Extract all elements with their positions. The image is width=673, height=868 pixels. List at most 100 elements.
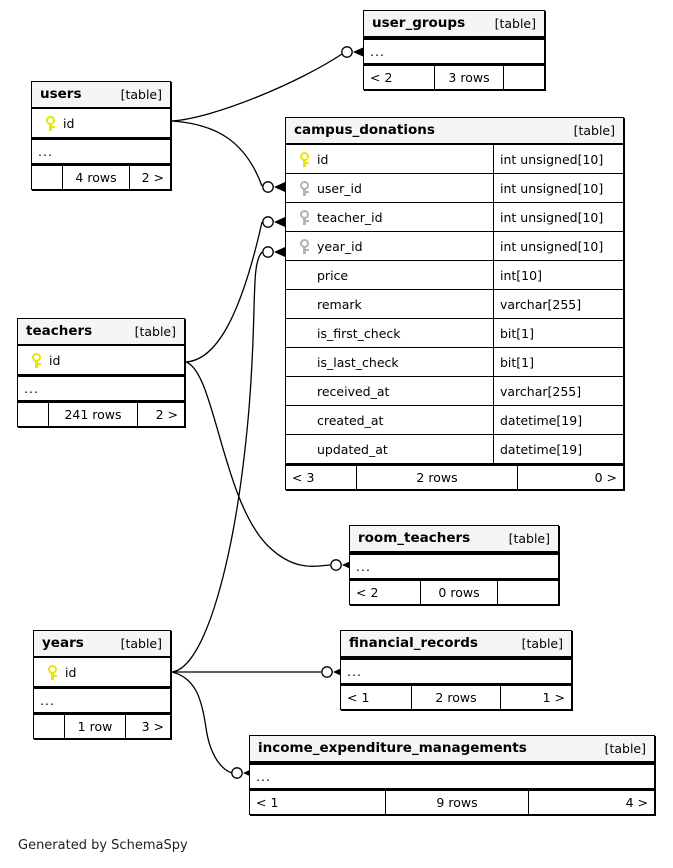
column-name-cell: user_id — [286, 174, 493, 202]
column-label: remark — [317, 296, 362, 312]
edge-endpoint-circle — [262, 181, 274, 193]
footer-row-count: 1 row — [64, 715, 126, 738]
footer-row-count: 2 rows — [356, 466, 518, 489]
table-column-row[interactable]: received_at varchar[255] — [286, 377, 623, 406]
column-name-cell: is_last_check — [286, 348, 493, 376]
table-column-row[interactable]: teacher_id int unsigned[10] — [286, 203, 623, 232]
table-columns-collapsed[interactable]: ... — [364, 38, 544, 64]
edge-arrowhead — [274, 182, 285, 192]
footer-children-count[interactable]: 2 > — [155, 407, 178, 422]
table-title: years — [42, 635, 84, 651]
table-column-row[interactable]: id — [34, 658, 170, 687]
column-type: bit[1] — [493, 319, 623, 347]
footer-parents-count[interactable]: < 3 — [292, 470, 315, 485]
footer-children-count[interactable]: 2 > — [141, 170, 164, 185]
column-label: teacher_id — [317, 209, 383, 225]
table-header: users [table] — [32, 82, 170, 109]
table-footer: < 1 2 rows 1 > — [341, 684, 571, 709]
table-column-row[interactable]: updated_at datetime[19] — [286, 435, 623, 464]
column-type: bit[1] — [493, 348, 623, 376]
footer-children-count[interactable]: 1 > — [542, 690, 565, 705]
table-title: teachers — [26, 323, 93, 339]
table-column-row[interactable]: id — [32, 109, 170, 138]
column-label: id — [63, 115, 75, 131]
table-type-tag: [table] — [134, 323, 176, 339]
table-columns-collapsed[interactable]: ... — [341, 658, 571, 684]
table-node-teachers[interactable]: teachers [table] id ... 241 rows 2 > — [17, 318, 185, 427]
table-title: financial_records — [349, 635, 478, 651]
footer-row-count: 241 rows — [48, 403, 138, 426]
table-column-row[interactable]: id int unsigned[10] — [286, 145, 623, 174]
table-type-tag: [table] — [508, 530, 550, 546]
table-column-row[interactable]: id — [18, 346, 184, 375]
footer-parents-count[interactable]: < 2 — [370, 70, 393, 85]
column-type: int unsigned[10] — [493, 232, 623, 260]
table-header: campus_donations [table] — [286, 118, 623, 145]
table-node-years[interactable]: years [table] id ... 1 row 3 > — [33, 630, 171, 739]
table-title: campus_donations — [294, 122, 435, 138]
table-footer: < 2 0 rows — [350, 579, 558, 604]
column-type: datetime[19] — [493, 406, 623, 434]
column-label: id — [317, 151, 329, 167]
column-name-cell: id — [34, 658, 170, 686]
column-name-cell: id — [286, 145, 493, 173]
table-footer: 4 rows 2 > — [32, 164, 170, 189]
column-name-cell: remark — [286, 290, 493, 318]
column-type: datetime[19] — [493, 435, 623, 463]
column-name-cell: created_at — [286, 406, 493, 434]
column-name-cell: received_at — [286, 377, 493, 405]
primary-key-icon — [25, 352, 47, 368]
table-node-user-groups[interactable]: user_groups [table] ... < 2 3 rows — [363, 10, 545, 90]
table-column-row[interactable]: remark varchar[255] — [286, 290, 623, 319]
column-type: varchar[255] — [493, 377, 623, 405]
edge-endpoint-circle — [330, 559, 342, 571]
column-name-cell: price — [286, 261, 493, 289]
table-columns-collapsed[interactable]: ... — [250, 763, 654, 789]
footer-children-count[interactable]: 0 > — [594, 470, 617, 485]
table-title: users — [40, 86, 82, 102]
table-node-campus-donations[interactable]: campus_donations [table] id int unsigned… — [285, 117, 624, 490]
table-node-financial-records[interactable]: financial_records [table] ... < 1 2 rows… — [340, 630, 572, 710]
column-name-cell: updated_at — [286, 435, 493, 463]
table-column-row[interactable]: user_id int unsigned[10] — [286, 174, 623, 203]
column-label: user_id — [317, 180, 362, 196]
table-node-income-expenditure-managements[interactable]: income_expenditure_managements [table] .… — [249, 735, 655, 815]
table-header: teachers [table] — [18, 319, 184, 346]
table-node-users[interactable]: users [table] id ... 4 rows 2 > — [31, 81, 171, 190]
footer-row-count: 3 rows — [434, 66, 504, 89]
table-columns-collapsed[interactable]: ... — [32, 138, 170, 164]
footer-parents-count[interactable] — [18, 403, 48, 426]
footer-row-count: 9 rows — [385, 791, 529, 814]
edge-endpoint-circle — [262, 216, 274, 228]
column-label: received_at — [317, 383, 390, 399]
table-column-row[interactable]: is_last_check bit[1] — [286, 348, 623, 377]
column-name-cell: year_id — [286, 232, 493, 260]
table-footer: < 2 3 rows — [364, 64, 544, 89]
column-name-cell: teacher_id — [286, 203, 493, 231]
footer-children-count[interactable] — [504, 66, 544, 89]
table-column-row[interactable]: is_first_check bit[1] — [286, 319, 623, 348]
edge-teachers-to-campus-donations — [185, 221, 263, 363]
footer-row-count: 2 rows — [411, 686, 501, 709]
edge-arrowhead — [274, 217, 285, 227]
table-node-room-teachers[interactable]: room_teachers [table] ... < 2 0 rows — [349, 525, 559, 605]
table-column-row[interactable]: created_at datetime[19] — [286, 406, 623, 435]
footer-parents-count[interactable] — [34, 715, 64, 738]
footer-parents-count[interactable]: < 1 — [347, 690, 370, 705]
footer-children-count[interactable]: 3 > — [141, 719, 164, 734]
column-type: varchar[255] — [493, 290, 623, 318]
table-column-row[interactable]: year_id int unsigned[10] — [286, 232, 623, 261]
footer-children-count[interactable] — [498, 581, 558, 604]
footer-parents-count[interactable]: < 2 — [356, 585, 379, 600]
table-columns-collapsed[interactable]: ... — [34, 687, 170, 713]
column-label: id — [49, 352, 61, 368]
footer-parents-count[interactable] — [32, 166, 62, 189]
table-columns-collapsed[interactable]: ... — [18, 375, 184, 401]
column-label: is_first_check — [317, 325, 401, 341]
footer-parents-count[interactable]: < 1 — [256, 795, 279, 810]
footer-children-count[interactable]: 4 > — [625, 795, 648, 810]
edge-endpoint-circle — [321, 666, 333, 678]
table-column-row[interactable]: price int[10] — [286, 261, 623, 290]
column-type: int unsigned[10] — [493, 145, 623, 173]
table-columns-collapsed[interactable]: ... — [350, 553, 558, 579]
